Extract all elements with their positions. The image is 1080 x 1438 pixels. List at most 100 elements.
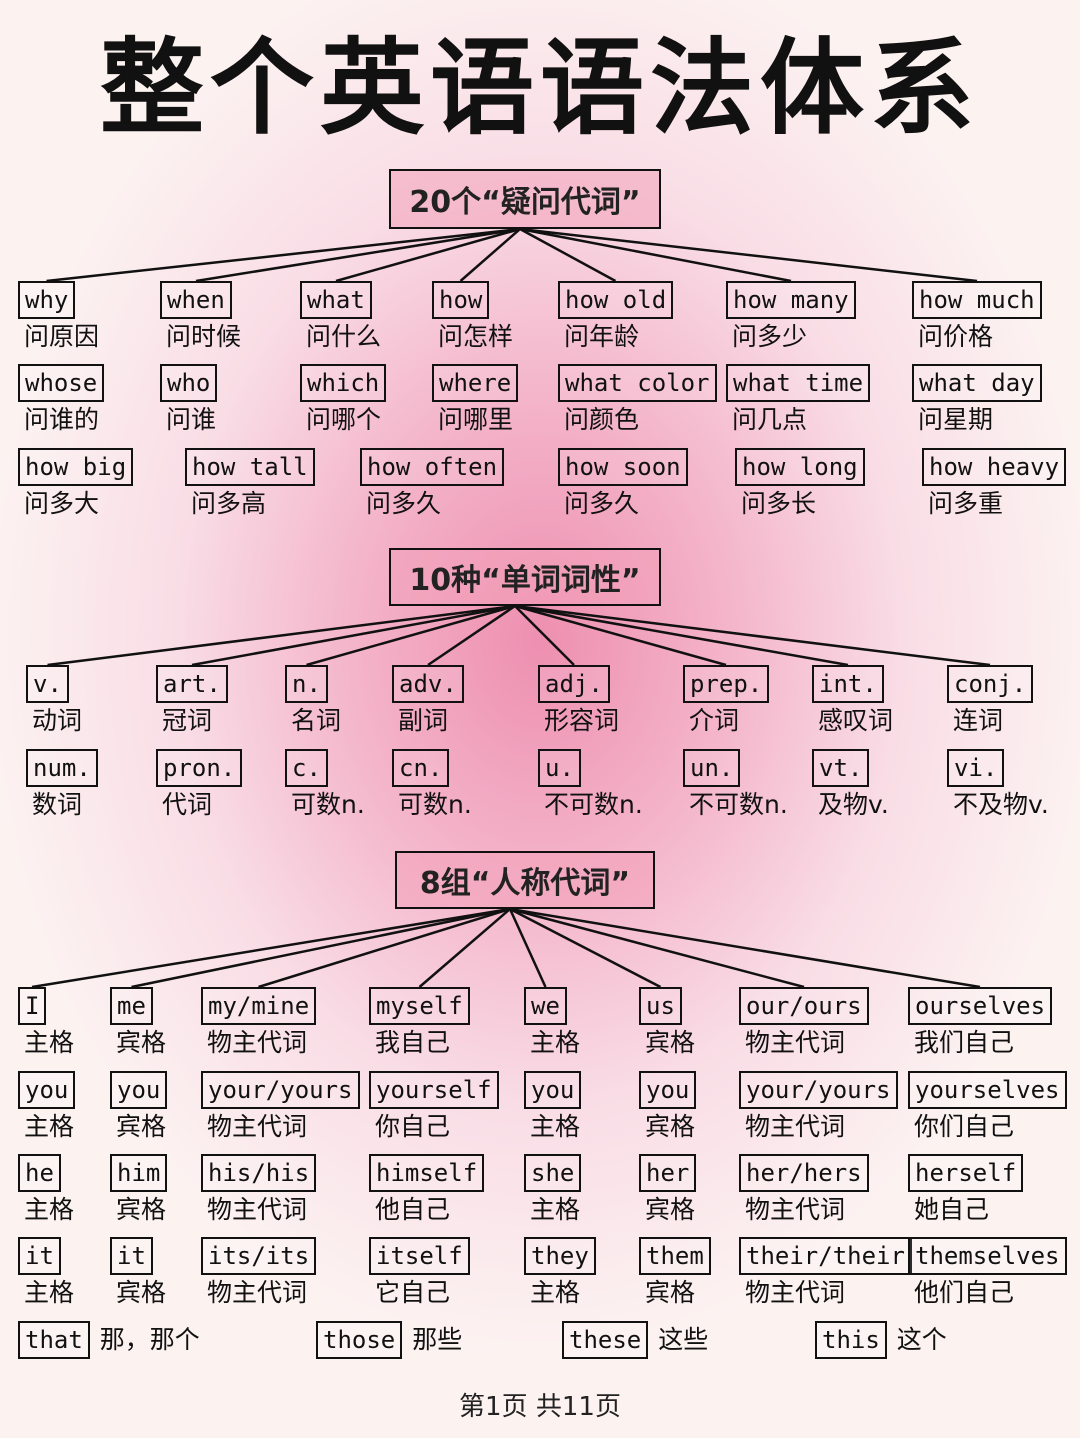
part-of-speech-meaning: 动词 — [32, 706, 83, 735]
interrogative-word-box: how heavy — [922, 448, 1067, 486]
personal-pronoun-word-box: me — [110, 987, 153, 1025]
demonstrative-word-box: those — [316, 1321, 403, 1359]
personal-pronoun-word-box: them — [639, 1237, 711, 1275]
personal-pronoun-word-box: they — [524, 1237, 596, 1275]
personal-pronoun-meaning: 物主代词 — [207, 1112, 308, 1141]
personal-pronoun-word-box: her/hers — [739, 1154, 869, 1192]
personal-pronoun-meaning: 宾格 — [116, 1112, 167, 1141]
interrogative-meaning: 问多久 — [564, 489, 640, 518]
personal-pronoun-word-box: we — [524, 987, 567, 1025]
personal-pronoun-word-box: you — [639, 1071, 697, 1109]
connector-line — [427, 604, 516, 667]
part-of-speech-meaning: 感叹词 — [818, 706, 894, 735]
part-of-speech-word-box: v. — [26, 665, 69, 703]
interrogative-meaning: 问年龄 — [564, 322, 640, 351]
connector-line — [418, 908, 511, 988]
personal-pronoun-meaning: 他自己 — [375, 1195, 451, 1224]
personal-pronoun-meaning: 物主代词 — [207, 1195, 308, 1224]
interrogative-word-box: when — [160, 281, 232, 319]
part-of-speech-meaning: 连词 — [953, 706, 1004, 735]
personal-pronoun-meaning: 你自己 — [375, 1112, 451, 1141]
connector-line — [514, 605, 575, 666]
personal-pronoun-word-box: you — [18, 1071, 76, 1109]
personal-pronoun-word-box: yourself — [369, 1071, 499, 1109]
personal-pronoun-meaning: 她自己 — [914, 1195, 990, 1224]
personal-pronoun-meaning: 宾格 — [645, 1278, 696, 1307]
connector-line — [509, 907, 662, 989]
connector-line — [509, 907, 805, 989]
interrogative-meaning: 问多少 — [732, 322, 808, 351]
personal-pronoun-word-box: yourselves — [908, 1071, 1067, 1109]
personal-pronoun-word-box: its/its — [201, 1237, 317, 1275]
connector-line — [514, 604, 727, 667]
interrogative-meaning: 问多大 — [24, 489, 100, 518]
personal-pronoun-meaning: 物主代词 — [745, 1112, 846, 1141]
personal-pronoun-meaning: 他们自己 — [914, 1278, 1015, 1307]
part-of-speech-word-box: int. — [812, 665, 884, 703]
demonstrative-meaning: 这个 — [896, 1325, 947, 1354]
interrogative-word-box: what color — [558, 364, 717, 402]
personal-pronoun-meaning: 我自己 — [375, 1028, 451, 1057]
part-of-speech-word-box: n. — [285, 665, 328, 703]
demonstrative-meaning: 那些 — [412, 1325, 463, 1354]
heading-personal-pronouns: 8组“人称代词” — [395, 851, 655, 909]
part-of-speech-word-box: prep. — [683, 665, 770, 703]
interrogative-meaning: 问颜色 — [564, 405, 640, 434]
personal-pronoun-meaning: 宾格 — [116, 1195, 167, 1224]
interrogative-meaning: 问什么 — [306, 322, 382, 351]
personal-pronoun-meaning: 物主代词 — [207, 1278, 308, 1307]
connector-line — [47, 604, 516, 667]
part-of-speech-meaning: 不可数n. — [544, 790, 643, 819]
connector-line — [306, 604, 516, 667]
interrogative-word-box: where — [432, 364, 519, 402]
interrogative-meaning: 问几点 — [732, 405, 808, 434]
connector-line — [514, 604, 991, 667]
demonstrative-word-box: this — [815, 1321, 887, 1359]
personal-pronoun-word-box: us — [639, 987, 682, 1025]
connector-line — [258, 907, 511, 989]
page-title: 整个英语语法体系 — [99, 27, 980, 149]
demonstrative-meaning: 那，那个 — [99, 1325, 200, 1354]
part-of-speech-meaning: 不及物v. — [953, 790, 1049, 819]
personal-pronoun-word-box: ourselves — [908, 987, 1053, 1025]
interrogative-word-box: how — [432, 281, 490, 319]
personal-pronoun-word-box: him — [110, 1154, 168, 1192]
interrogative-meaning: 问原因 — [24, 322, 100, 351]
interrogative-word-box: whose — [18, 364, 105, 402]
interrogative-meaning: 问哪个 — [306, 405, 382, 434]
part-of-speech-word-box: pron. — [156, 749, 243, 787]
personal-pronoun-word-box: our/ours — [739, 987, 869, 1025]
personal-pronoun-meaning: 你们自己 — [914, 1112, 1015, 1141]
connector-line — [46, 227, 521, 283]
connector-line — [31, 907, 511, 989]
personal-pronoun-meaning: 我们自己 — [914, 1028, 1015, 1057]
personal-pronoun-meaning: 物主代词 — [745, 1278, 846, 1307]
demonstrative-item: those 那些 — [316, 1321, 462, 1359]
personal-pronoun-meaning: 主格 — [530, 1112, 581, 1141]
interrogative-meaning: 问多长 — [741, 489, 817, 518]
connector-line — [519, 227, 617, 283]
interrogative-word-box: how old — [558, 281, 674, 319]
personal-pronoun-word-box: you — [524, 1071, 582, 1109]
connector-line — [195, 227, 521, 283]
personal-pronoun-meaning: 主格 — [530, 1195, 581, 1224]
part-of-speech-meaning: 及物v. — [818, 790, 889, 819]
personal-pronoun-word-box: his/his — [201, 1154, 317, 1192]
interrogative-meaning: 问多高 — [191, 489, 267, 518]
personal-pronoun-word-box: myself — [369, 987, 470, 1025]
heading-interrogative-pronouns: 20个“疑问代词” — [389, 169, 661, 229]
interrogative-meaning: 问时候 — [166, 322, 242, 351]
personal-pronoun-word-box: itself — [369, 1237, 470, 1275]
interrogative-word-box: who — [160, 364, 218, 402]
personal-pronoun-word-box: it — [110, 1237, 153, 1275]
demonstrative-word-box: that — [18, 1321, 90, 1359]
personal-pronoun-meaning: 物主代词 — [745, 1028, 846, 1057]
interrogative-meaning: 问哪里 — [438, 405, 514, 434]
personal-pronoun-meaning: 主格 — [24, 1112, 75, 1141]
personal-pronoun-word-box: he — [18, 1154, 61, 1192]
part-of-speech-meaning: 代词 — [162, 790, 213, 819]
personal-pronoun-word-box: it — [18, 1237, 61, 1275]
connector-line — [519, 227, 792, 283]
interrogative-word-box: what day — [912, 364, 1042, 402]
